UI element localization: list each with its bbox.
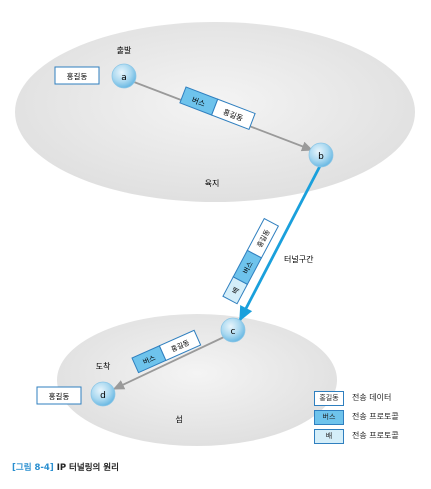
node-d-label: d bbox=[100, 391, 106, 401]
figure-title: IP 터널링의 원리 bbox=[56, 463, 119, 473]
node-a: a bbox=[111, 63, 137, 89]
node-d: d bbox=[90, 381, 116, 407]
tunnel-packet: 배 버스 홍길동 bbox=[222, 217, 280, 305]
legend-text-bus: 전송 프로토콜 bbox=[352, 412, 399, 421]
sender-data-box: 홍길동 bbox=[54, 66, 100, 85]
legend-text-ship: 전송 프로토콜 bbox=[352, 431, 399, 440]
island-packet: 버스 홍길동 bbox=[131, 329, 202, 374]
legend-box-ship: 배 bbox=[314, 429, 344, 444]
island-region bbox=[57, 314, 337, 446]
departure-label: 출발 bbox=[117, 45, 132, 55]
land-packet: 버스 홍길동 bbox=[179, 86, 256, 131]
sender-data-label: 홍길동 bbox=[67, 71, 88, 81]
arrow-c-to-d bbox=[112, 336, 225, 390]
tunnel-packet-ship: 배 bbox=[230, 286, 241, 296]
legend-box-data: 홍길동 bbox=[314, 391, 344, 406]
tunnel-section-label: 터널구간 bbox=[284, 254, 314, 264]
legend-box-bus: 버스 bbox=[314, 410, 344, 425]
tunnel-arrow-b-to-c bbox=[238, 165, 322, 322]
receiver-data-label: 홍길동 bbox=[49, 391, 70, 401]
arrival-label: 도착 bbox=[96, 362, 111, 371]
legend-text-data: 전송 데이터 bbox=[352, 393, 392, 402]
node-c: c bbox=[220, 317, 246, 343]
land-label: 육지 bbox=[205, 179, 220, 188]
figure-caption: [그림 8-4] IP 터널링의 원리 bbox=[12, 461, 119, 473]
receiver-data-box: 홍길동 bbox=[36, 386, 82, 405]
node-b-label: b bbox=[318, 152, 324, 162]
node-b: b bbox=[308, 142, 334, 168]
figure-number: [그림 8-4] bbox=[12, 463, 54, 473]
island-label: 섬 bbox=[175, 414, 182, 424]
land-packet-bus: 버스 bbox=[190, 94, 207, 108]
node-a-label: a bbox=[121, 73, 127, 83]
node-c-label: c bbox=[231, 327, 236, 337]
